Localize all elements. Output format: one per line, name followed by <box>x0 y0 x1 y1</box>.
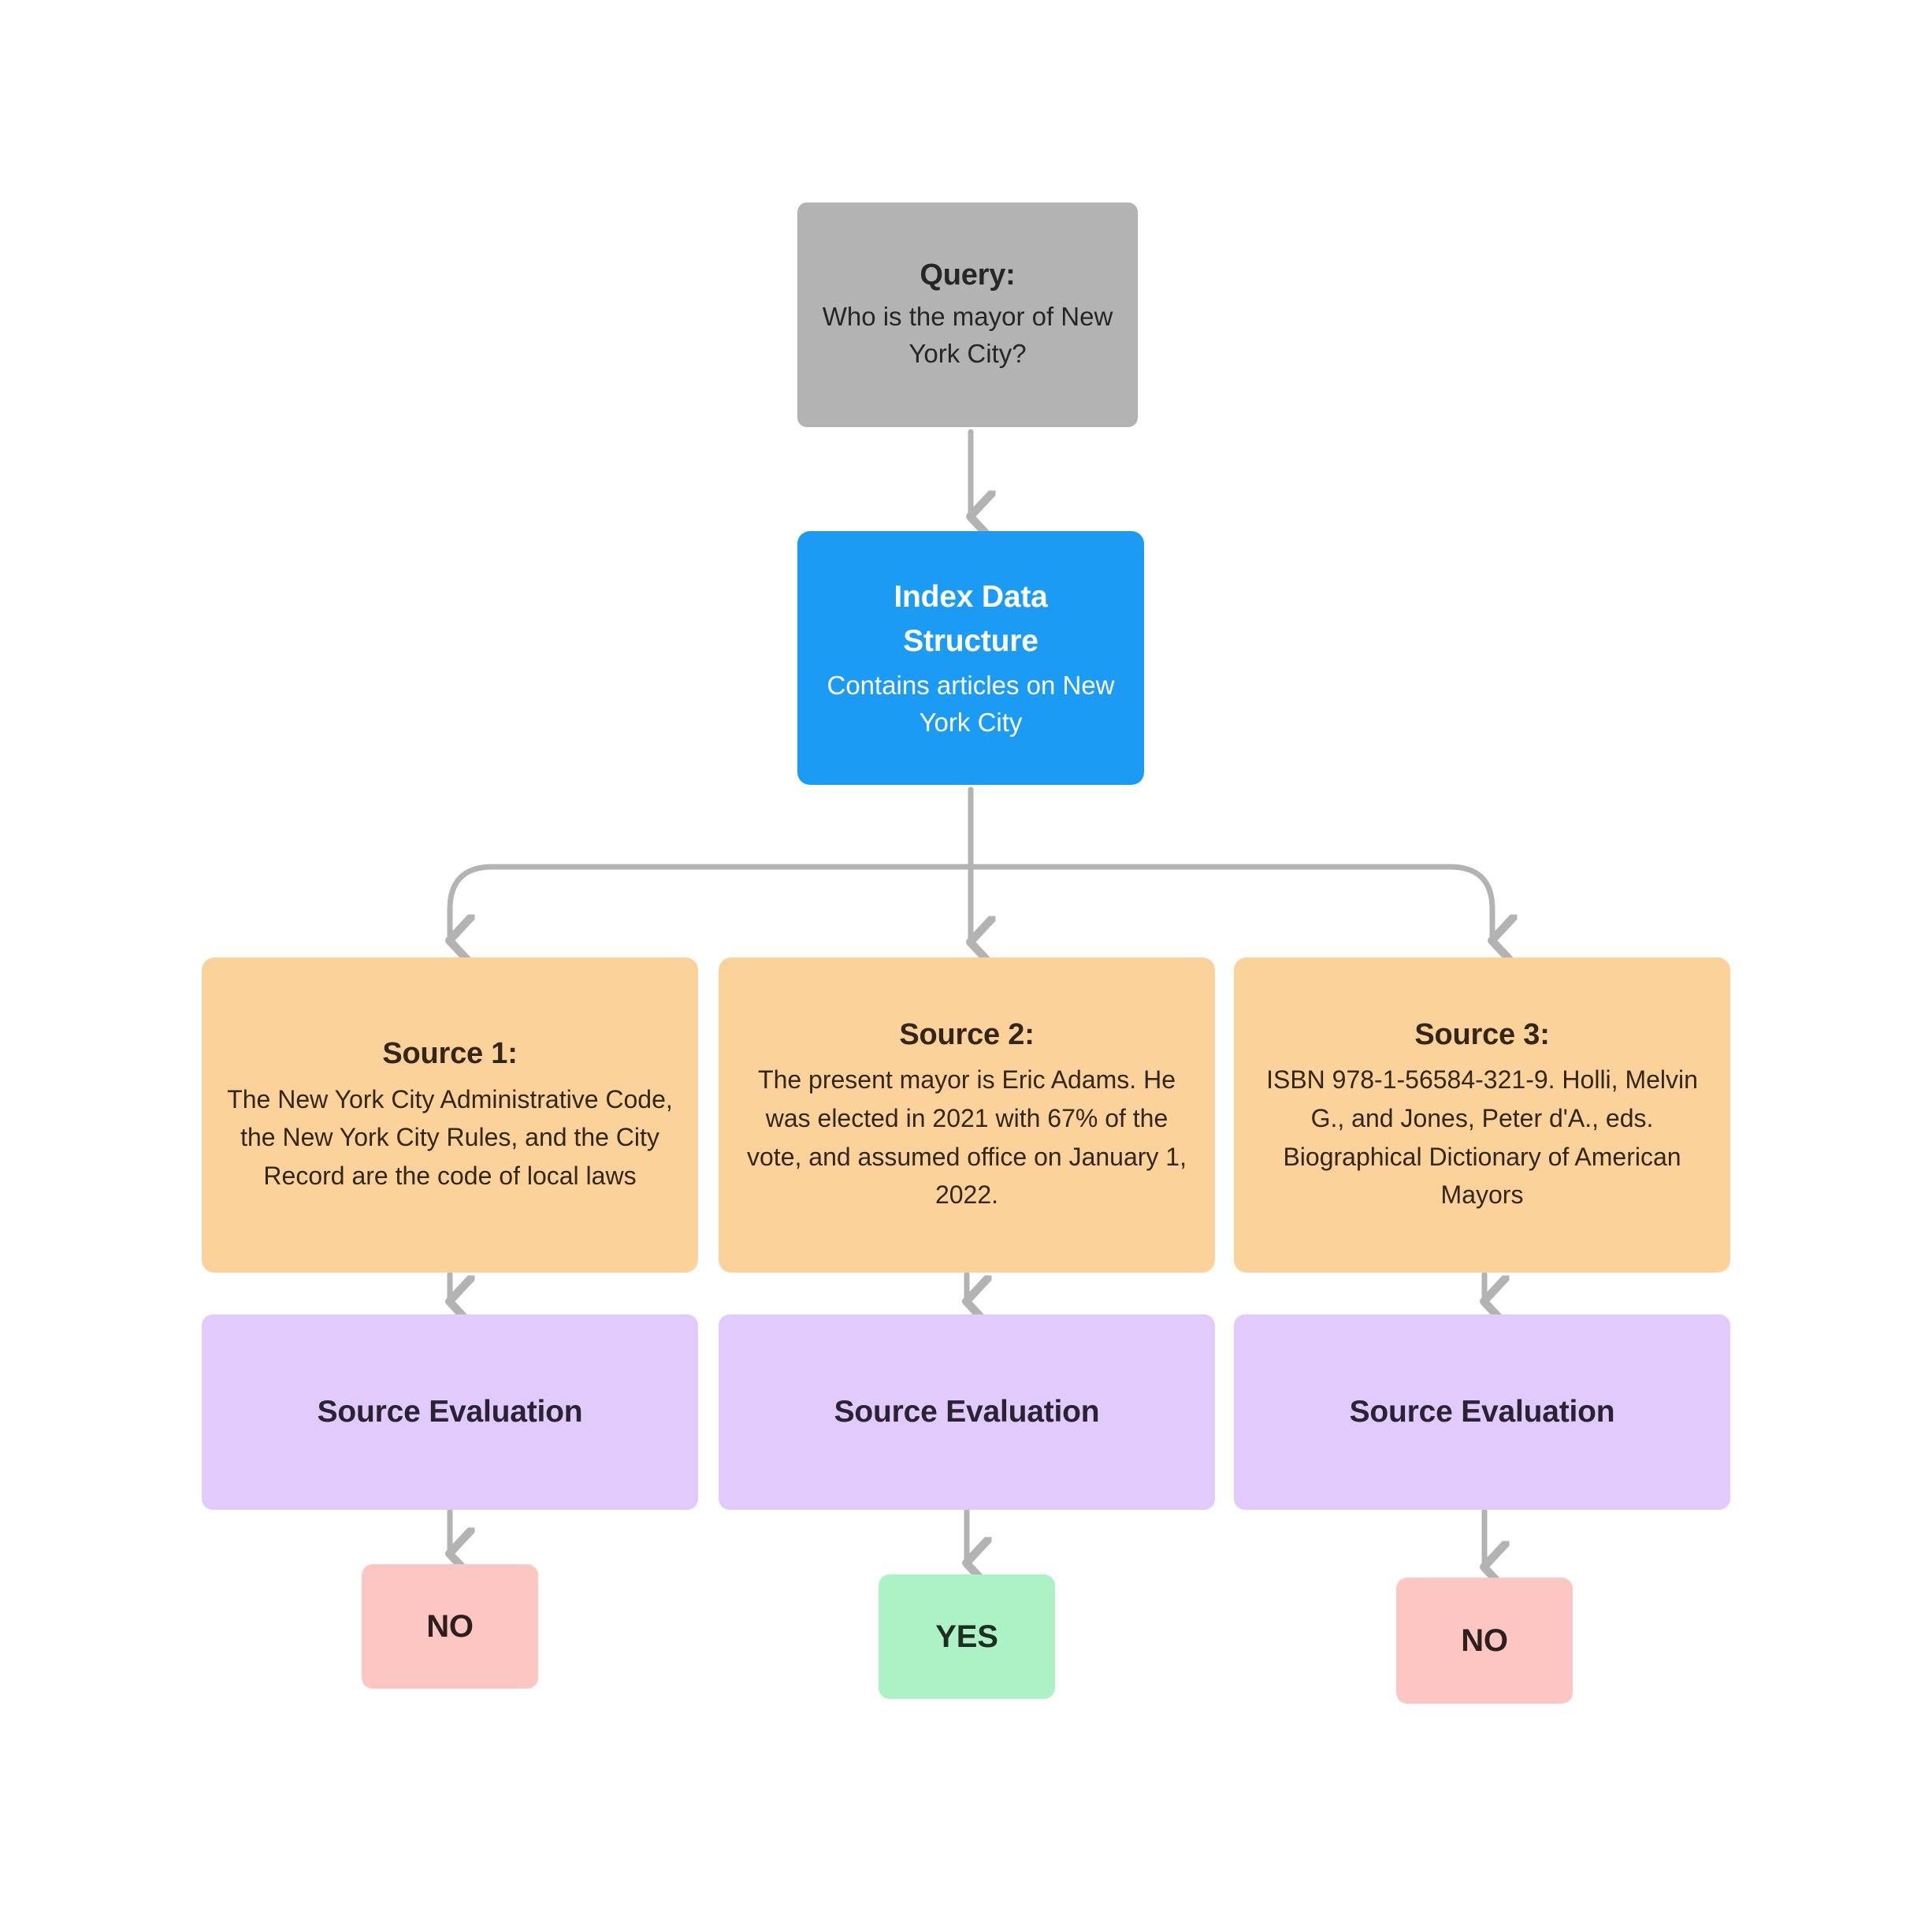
query-body: Who is the mayor of New York City? <box>822 302 1113 369</box>
source-evaluation-1-title: Source Evaluation <box>317 1394 583 1429</box>
source-evaluation-node-2[interactable]: Source Evaluation <box>719 1314 1215 1510</box>
source-1-body: The New York City Administrative Code, t… <box>227 1084 673 1190</box>
query-title: Query: <box>920 258 1016 292</box>
query-node[interactable]: Query: Who is the mayor of New York City… <box>797 203 1138 427</box>
source-evaluation-node-1[interactable]: Source Evaluation <box>202 1314 698 1510</box>
index-body: Contains articles on New York City <box>827 670 1115 737</box>
source-node-2[interactable]: Source 2: The present mayor is Eric Adam… <box>719 957 1215 1273</box>
verdict-node-3[interactable]: NO <box>1396 1578 1573 1704</box>
index-data-structure-node[interactable]: Index Data Structure Contains articles o… <box>797 531 1144 785</box>
index-title: Index Data Structure <box>894 579 1048 659</box>
source-3-body: ISBN 978-1-56584-321-9. Holli, Melvin G.… <box>1266 1065 1698 1210</box>
source-2-body: The present mayor is Eric Adams. He was … <box>747 1065 1187 1210</box>
source-node-3[interactable]: Source 3: ISBN 978-1-56584-321-9. Holli,… <box>1234 957 1730 1273</box>
verdict-2-label: YES <box>935 1619 998 1654</box>
source-evaluation-node-3[interactable]: Source Evaluation <box>1234 1314 1730 1510</box>
verdict-node-2[interactable]: YES <box>879 1574 1055 1699</box>
source-2-title: Source 2: <box>899 1018 1035 1052</box>
source-1-title: Source 1: <box>382 1037 518 1071</box>
verdict-node-1[interactable]: NO <box>362 1564 538 1689</box>
verdict-3-label: NO <box>1461 1623 1508 1658</box>
source-evaluation-3-title: Source Evaluation <box>1349 1394 1615 1429</box>
connector-bus-left <box>450 864 974 938</box>
connector-bus-right <box>968 864 1492 938</box>
source-node-1[interactable]: Source 1: The New York City Administrati… <box>202 957 698 1273</box>
source-evaluation-2-title: Source Evaluation <box>834 1394 1100 1429</box>
verdict-1-label: NO <box>426 1609 474 1644</box>
source-3-title: Source 3: <box>1414 1018 1550 1052</box>
